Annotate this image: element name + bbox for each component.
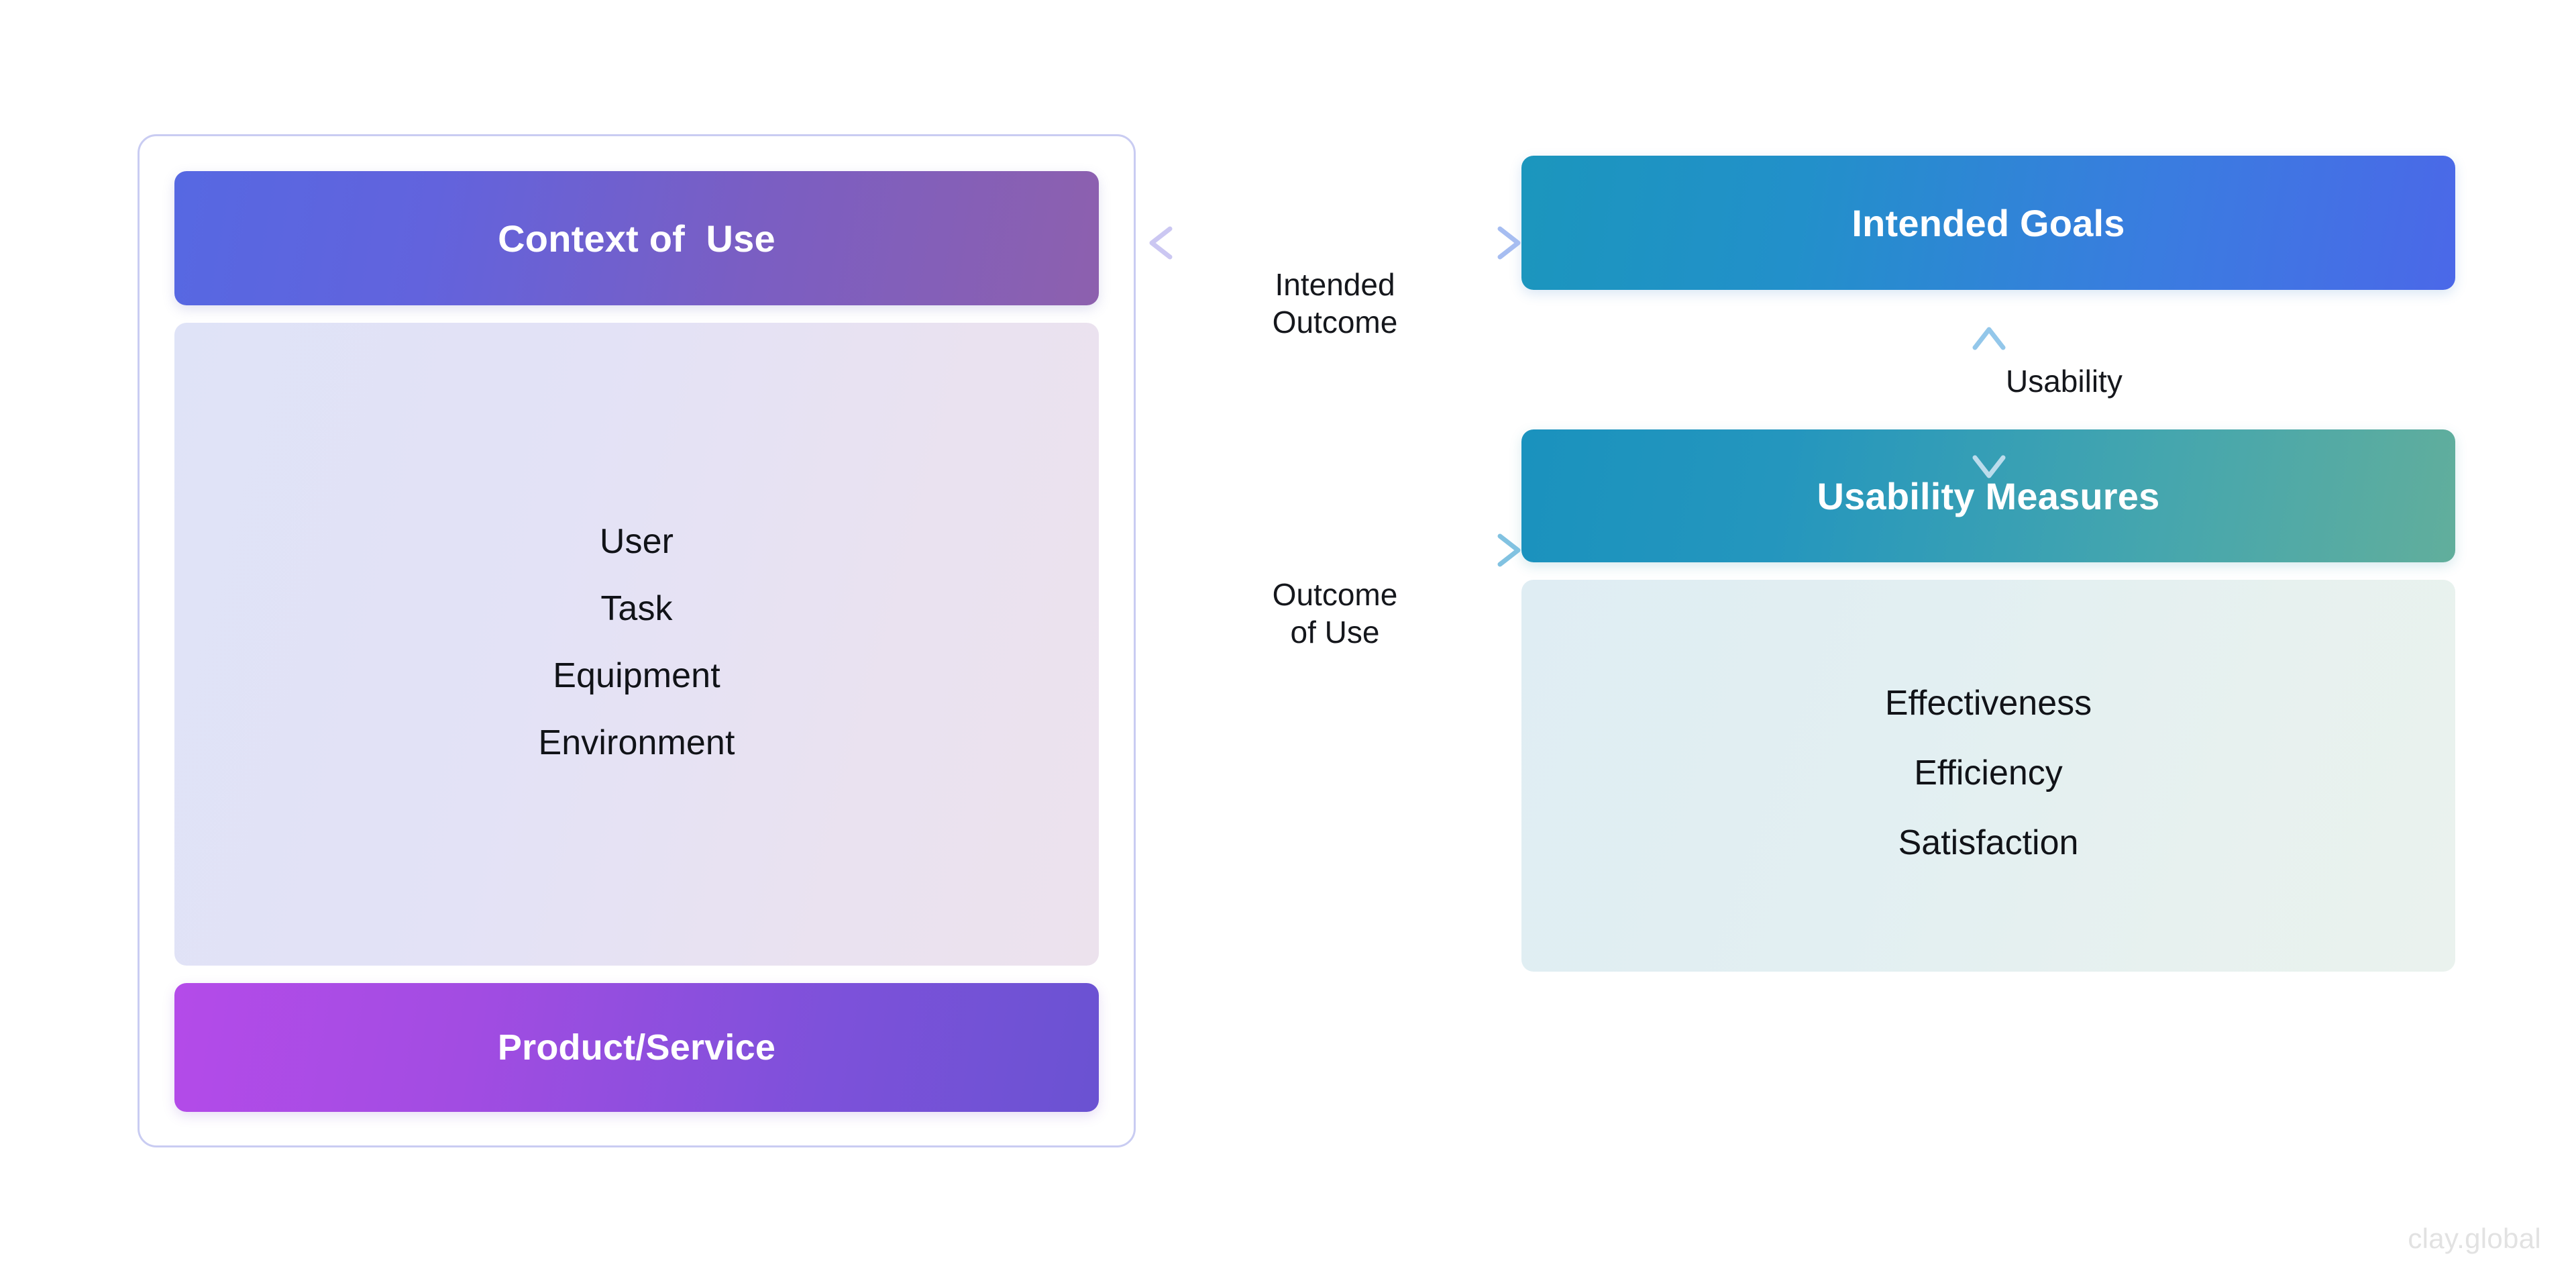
outcomes-stack: Intended Goals Usability Measures Effect… (1521, 156, 2455, 972)
outcome-of-use-label: Outcome of Use (1272, 577, 1398, 650)
intended-outcome-label: Intended Outcome (1272, 267, 1398, 340)
usability-measures-panel: Effectiveness Efficiency Satisfaction (1521, 580, 2455, 972)
list-item-efficiency: Efficiency (1914, 754, 2063, 792)
watermark: clay.global (2408, 1223, 2541, 1254)
list-item-environment: Environment (538, 723, 735, 762)
context-of-use-stack: Context of Use User Task Equipment Envir… (174, 171, 1099, 1112)
context-of-use-frame: Context of Use User Task Equipment Envir… (138, 134, 1136, 1147)
context-factors-panel: User Task Equipment Environment (174, 323, 1099, 966)
usability-label: Usability (2006, 364, 2123, 399)
context-of-use-header[interactable]: Context of Use (174, 171, 1099, 305)
intended-outcome-arrow-icon (1149, 226, 1521, 260)
intended-goals-header[interactable]: Intended Goals (1521, 156, 2455, 290)
list-item-satisfaction: Satisfaction (1898, 823, 2079, 862)
list-item-user: User (599, 522, 674, 561)
list-item-task: Task (600, 589, 673, 628)
outcome-of-use-arrow-icon (1148, 533, 1521, 567)
product-service-footer[interactable]: Product/Service (174, 983, 1099, 1112)
list-item-effectiveness: Effectiveness (1884, 684, 2092, 723)
list-item-equipment: Equipment (553, 656, 720, 695)
usability-arrow-icon (1972, 327, 2006, 478)
